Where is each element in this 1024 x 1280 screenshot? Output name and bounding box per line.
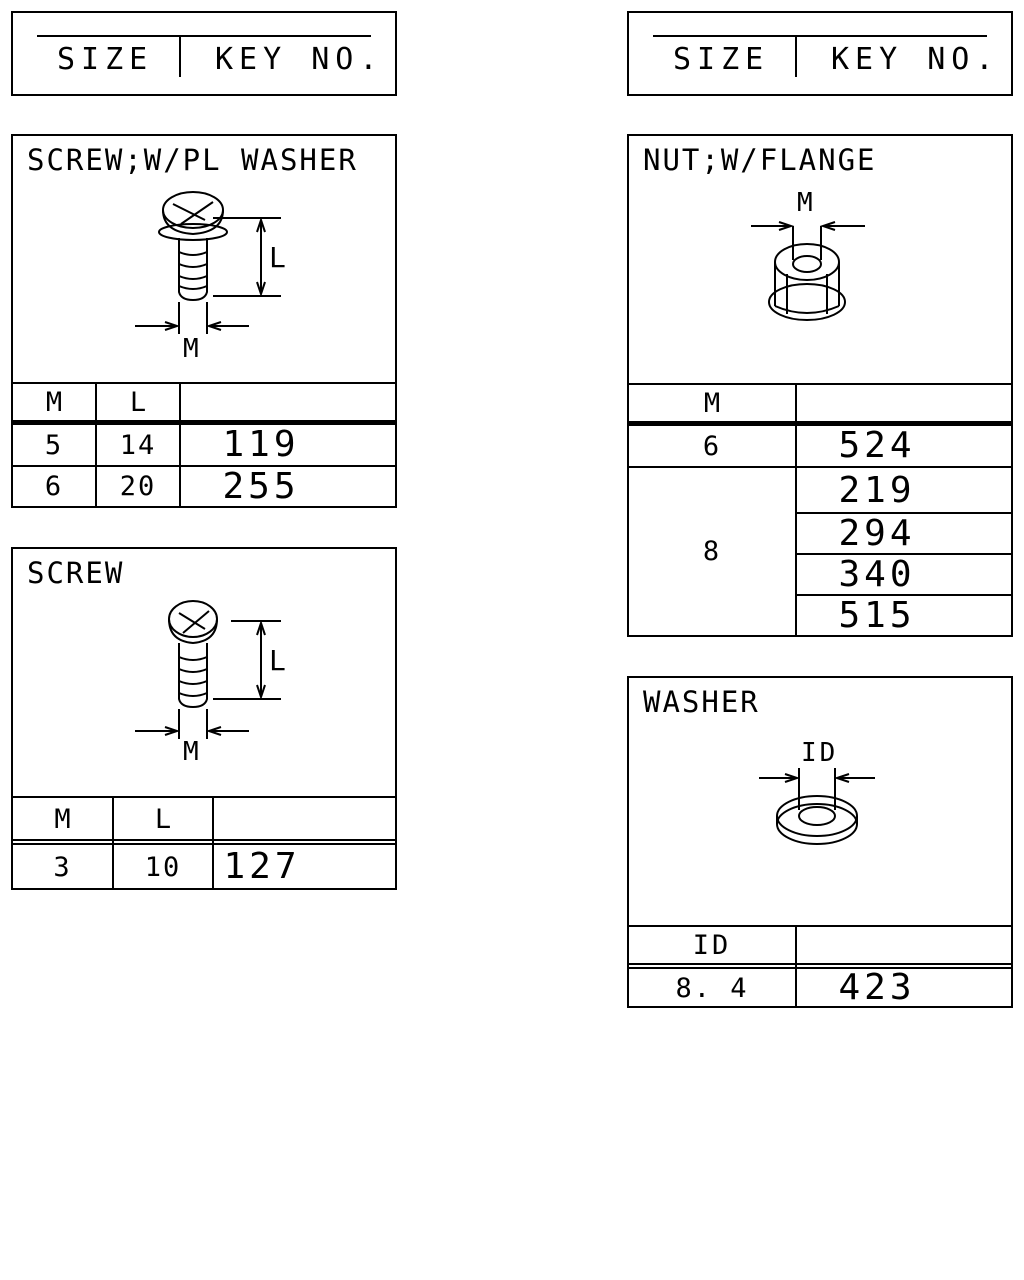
table-row-rule — [795, 594, 1011, 596]
dimension-id-label: ID — [801, 738, 839, 768]
key-number: 127 — [223, 846, 301, 887]
table-top-rule — [629, 925, 1011, 927]
legend-divider — [179, 35, 181, 77]
part-box-screw: SCREW L M M L 3 10 127 — [11, 547, 397, 890]
column-header-m: M — [45, 386, 63, 418]
table-col-divider — [212, 796, 214, 888]
screw-washer-drawing — [135, 191, 281, 334]
washer-drawing — [759, 768, 875, 845]
key-number: 515 — [838, 594, 916, 636]
part-title: WASHER — [643, 685, 760, 719]
column-header-m: M — [54, 803, 71, 835]
cell-l: 10 — [144, 851, 182, 883]
screw-drawing — [135, 600, 281, 739]
part-title: NUT;W/FLANGE — [643, 143, 877, 177]
legend-key-label: KEY NO. — [831, 42, 1000, 77]
dimension-l-label: L — [269, 241, 286, 274]
cell-m: 3 — [53, 851, 72, 883]
table-header-rule — [629, 421, 1011, 426]
legend-rule — [653, 35, 987, 37]
cell-id: 8. 4 — [675, 972, 749, 1004]
table-col-divider — [795, 925, 797, 1006]
table-header-rule — [13, 843, 395, 845]
column-header-l: L — [154, 803, 172, 835]
cell-m: 5 — [44, 429, 64, 461]
key-number: 119 — [222, 424, 300, 465]
nut-flange-drawing — [751, 221, 865, 321]
part-title: SCREW;W/PL WASHER — [27, 143, 358, 177]
table-row-rule — [629, 466, 1011, 468]
legend-rule — [37, 35, 371, 37]
part-title: SCREW — [27, 556, 125, 590]
table-header-rule — [13, 420, 395, 425]
part-box-screw-washer: SCREW;W/PL WASHER L M — [11, 134, 397, 508]
table-top-rule — [13, 796, 395, 798]
cell-l: 20 — [119, 471, 157, 502]
column-header-id: ID — [692, 929, 732, 961]
table-col-divider — [179, 382, 181, 506]
legend-size-label: SIZE — [673, 42, 770, 77]
cell-m: 6 — [44, 471, 64, 502]
dimension-m-label: M — [183, 334, 199, 364]
table-col-divider — [112, 796, 114, 888]
table-header-rule — [629, 967, 1011, 969]
column-header-m: M — [703, 387, 721, 419]
table-col-divider — [795, 383, 797, 635]
table-row-rule — [13, 465, 395, 467]
legend-divider — [795, 35, 797, 77]
table-row-rule — [795, 512, 1011, 514]
table-col-divider — [95, 382, 97, 506]
dimension-l-label: L — [269, 644, 286, 677]
table-top-rule — [629, 383, 1011, 385]
key-number: 219 — [838, 470, 916, 511]
dimension-m-label: M — [183, 737, 199, 767]
table-header-rule — [629, 963, 1011, 965]
column-header-l: L — [129, 386, 147, 418]
legend-key-label: KEY NO. — [215, 42, 384, 77]
dimension-m-label: M — [797, 188, 813, 218]
legend-size-label: SIZE — [57, 42, 154, 77]
key-number: 294 — [838, 512, 916, 554]
key-number: 423 — [838, 967, 916, 1008]
key-number: 255 — [222, 465, 300, 507]
table-header-rule — [13, 839, 395, 841]
cell-m: 8 — [702, 536, 722, 567]
cell-l: 14 — [119, 429, 157, 461]
legend-box-left: SIZE KEY NO. — [11, 11, 397, 96]
part-box-washer: WASHER ID ID 8. 4 423 — [627, 676, 1013, 1008]
cell-m: 6 — [702, 430, 722, 462]
key-number: 340 — [838, 553, 916, 595]
table-row-rule — [795, 553, 1011, 555]
part-box-nut-flange: NUT;W/FLANGE M M 6 524 8 219 294 340 515 — [627, 134, 1013, 637]
legend-box-right: SIZE KEY NO. — [627, 11, 1013, 96]
table-top-rule — [13, 382, 395, 384]
key-number: 524 — [838, 425, 916, 466]
